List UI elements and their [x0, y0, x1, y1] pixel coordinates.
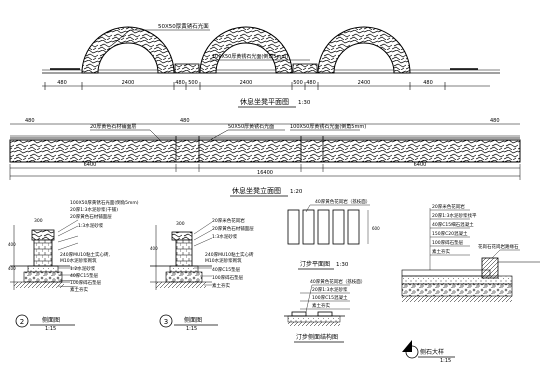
dim-label: 300 — [34, 218, 43, 224]
dim-label: 480 — [423, 80, 433, 86]
elev-note-left: 20厚黄色石材铺面层 — [90, 123, 136, 130]
step-sec-note: 素土夯实 — [312, 302, 330, 309]
step-sec-note: 40厚黄色花岗岩（荔枝面） — [310, 278, 365, 285]
s3-note: M10水泥砂浆砌筑 — [205, 257, 242, 264]
arch-plan-scale: 1:30 — [298, 100, 311, 106]
dim-label: 2400 — [358, 80, 371, 86]
dim-label: 500 — [293, 80, 303, 86]
s2-note: 20厚1:3水泥砂浆(干铺) — [70, 206, 118, 213]
dim-label: 480 — [306, 80, 316, 86]
arch-plan: 480 2400 480 500 2400 500 480 2400 480 5… — [42, 22, 500, 108]
s2-scale: 1:15 — [45, 326, 56, 332]
dim-label: 400 — [150, 246, 158, 251]
dim-label: 600 — [372, 226, 380, 231]
curb-note: 40厚C15细石混凝土 — [432, 221, 474, 228]
bench-elevation: 480 480 480 20厚黄色石材铺面层 50X50厚黄锈石光面 100X5… — [9, 118, 521, 197]
curb-note: 150厚C20混凝土 — [432, 230, 468, 237]
dim-label: 6400 — [414, 162, 427, 168]
dim-label: 500 — [188, 80, 198, 86]
s2-note: 20厚黄色石材铺面层 — [70, 213, 112, 220]
step-sec-note: 100厚C15混凝土 — [312, 294, 348, 301]
elev-note-right: 100X50厚黄锈石光面(倒角5mm) — [290, 123, 366, 130]
step-sec-title: 汀步侧面结构图 — [296, 333, 338, 341]
stepping-plan: 40厚黄色花岗岩（荔枝面） 600 汀步平面图 1:30 — [287, 198, 380, 270]
s3-note: 素土夯实 — [212, 282, 230, 289]
s2-note: 1:2水泥砂浆 — [70, 265, 96, 272]
detail-marker-icon — [402, 340, 412, 352]
curb-note: 20厚米色花岗岩 — [432, 203, 465, 210]
curb-detail: 20厚米色花岗岩 20厚1:3水泥砂浆找平 40厚C15细石混凝土 150厚C2… — [401, 203, 540, 364]
elev-title: 休息坐凳立面图 — [232, 186, 281, 195]
s2-note: 240厚MU10粘土实心砖, — [60, 251, 110, 258]
s3-note: 20厚黄色石材铺面层 — [212, 225, 254, 232]
curb-note-right: 花岗石花岗岩路缘石 — [478, 243, 519, 250]
dim-label: 480 — [175, 80, 185, 86]
curb-note: 100厚碎石垫层 — [432, 239, 464, 246]
dim-label: 480 — [490, 118, 500, 124]
curb-title: 侧石大样 — [420, 348, 444, 356]
s2-note: 100X50厚黄锈石光面(倒角5mm) — [70, 199, 139, 206]
s3-note: 240厚MU10粘土实心砖 — [205, 251, 254, 258]
s3-note: 1:3水泥砂浆 — [212, 233, 238, 240]
step-sec-note: 20厚1:3水泥砂浆 — [312, 286, 348, 293]
s2-note: 素土夯实 — [70, 286, 88, 293]
s3-note: 40厚C15垫层 — [212, 266, 241, 273]
s3-label: 3 — [164, 318, 168, 326]
curb-note: 20厚1:3水泥砂浆找平 — [432, 212, 477, 219]
section-marker-3 — [159, 314, 173, 328]
dim-label: 480 — [180, 118, 190, 124]
elev-note-center: 50X50厚黄锈石光面 — [228, 123, 274, 130]
s3-note: 100厚碎石垫层 — [212, 274, 244, 281]
curb-scale: 1:15 — [440, 358, 451, 364]
arch-plan-title: 休息坐凳平面图 — [240, 97, 289, 106]
s2-note: 100厚碎石垫层 — [70, 279, 102, 286]
dim-label: 480 — [57, 80, 67, 86]
dim-label: 2400 — [240, 80, 253, 86]
s2-label: 2 — [20, 318, 24, 326]
arch-note-mid: 100X50厚黄锈石光面(倒角5mm) — [212, 53, 288, 60]
section-3: 20厚米色花岗岩 20厚黄色石材铺面层 1:3水泥砂浆 240厚MU10粘土实心… — [150, 217, 254, 332]
step-plan-title: 汀步平面图 — [300, 260, 330, 268]
step-plan-note: 40厚黄色花岗岩（荔枝面） — [315, 198, 370, 205]
dim-total: 16400 — [257, 170, 273, 176]
section-2: 100X50厚黄锈石光面(倒角5mm) 20厚1:3水泥砂浆(干铺) 20厚黄色… — [8, 199, 139, 332]
arch-note-top: 50X50厚黄锈石光面 — [158, 22, 209, 30]
s2-note: 40厚C15垫层 — [70, 272, 99, 279]
section-marker-2 — [15, 314, 29, 328]
dim-label: 2400 — [122, 80, 135, 86]
curb-note: 素土夯实 — [432, 248, 450, 255]
dim-label: 480 — [25, 118, 35, 124]
dim-label: 400 — [8, 266, 16, 271]
s3-scale: 1:15 — [186, 326, 197, 332]
dim-label: 400 — [8, 242, 16, 247]
elev-scale: 1:20 — [290, 189, 303, 195]
stepping-section: 40厚黄色花岗岩（荔枝面） 20厚1:3水泥砂浆 100厚C15混凝土 素土夯实… — [284, 278, 365, 343]
s2-note: M10水泥砂浆砌筑 — [60, 257, 97, 264]
s2-note: 1:3水泥砂浆 — [78, 222, 104, 229]
s3-caption: 侧面图 — [184, 316, 202, 324]
s2-caption: 侧面图 — [42, 316, 60, 324]
s3-note: 20厚米色花岗岩 — [212, 217, 245, 224]
step-plan-scale: 1:30 — [336, 262, 349, 268]
dim-label: 6400 — [84, 162, 97, 168]
dim-label: 300 — [176, 221, 185, 227]
